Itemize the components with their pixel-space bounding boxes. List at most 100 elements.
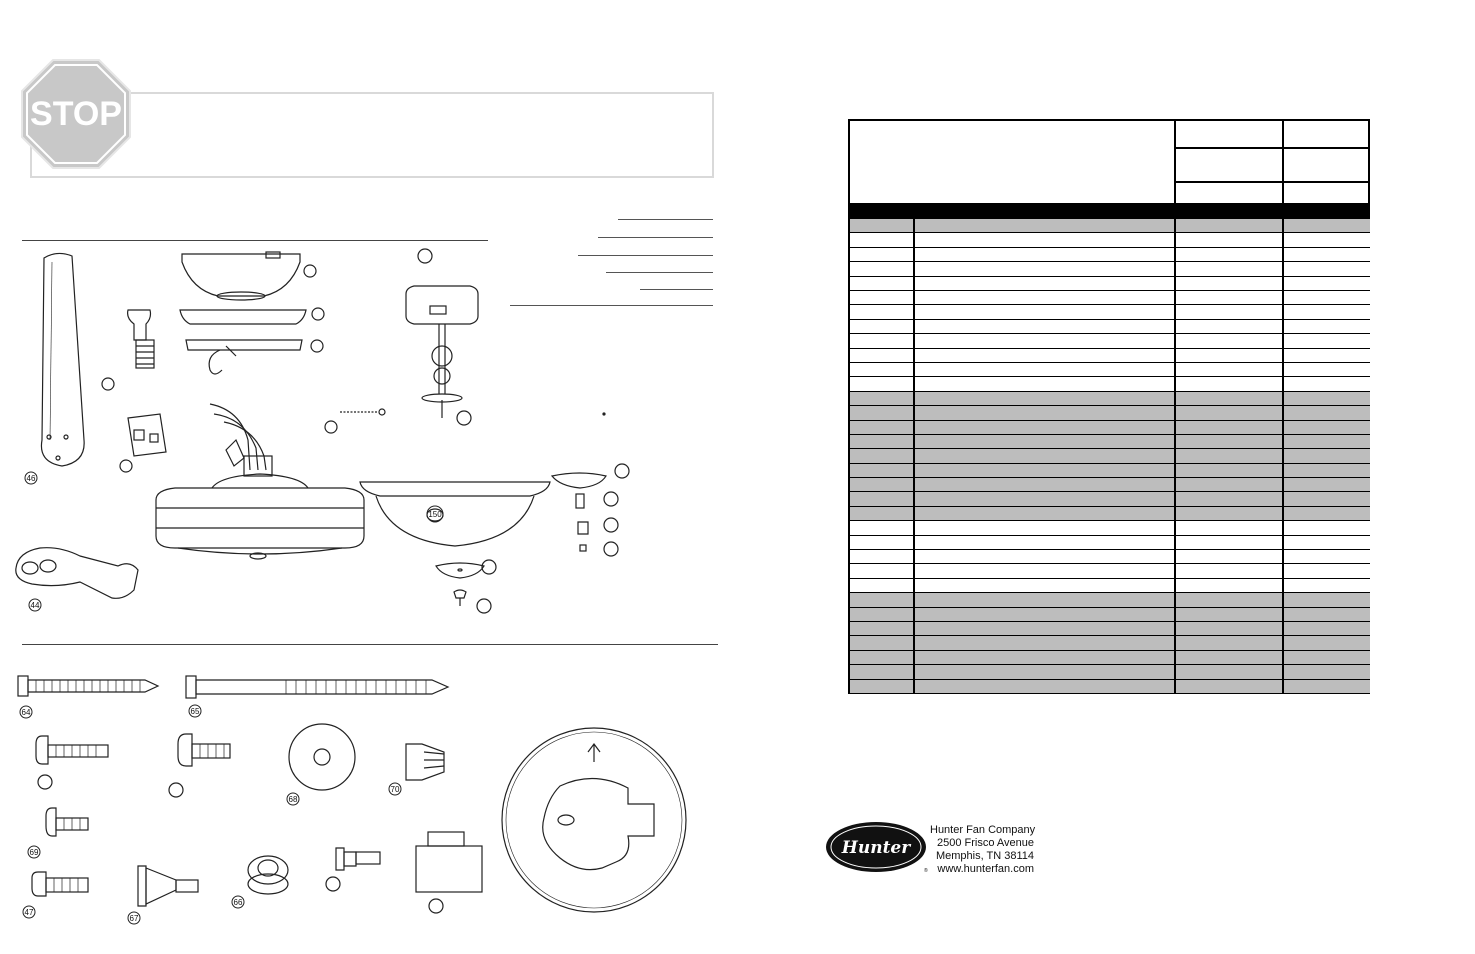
table-row — [850, 406, 1370, 421]
callout-light-glass: 150 — [428, 510, 442, 519]
table-cell-divider — [1282, 679, 1284, 693]
table-cell-divider — [1282, 420, 1284, 434]
section-divider — [22, 644, 718, 645]
table-cell-divider — [1282, 535, 1284, 550]
callout-screw-47: 47 — [24, 908, 34, 917]
table-cell-divider — [913, 679, 915, 693]
table-row — [850, 348, 1370, 363]
table-row — [850, 650, 1370, 666]
table-cell-divider — [1174, 276, 1176, 290]
callout-screw-69: 69 — [29, 848, 39, 857]
table-cell-divider — [1282, 233, 1284, 247]
table-cell-divider — [913, 535, 915, 550]
table-row — [850, 219, 1370, 234]
table-row — [850, 334, 1370, 349]
table-cell-divider — [913, 334, 915, 348]
table-cell-divider — [1174, 593, 1176, 607]
table-cell-divider — [913, 506, 915, 521]
table-cell-divider — [1174, 636, 1176, 650]
table-cell-divider — [1174, 607, 1176, 622]
table-cell-divider — [1282, 622, 1284, 636]
table-cell-divider — [1174, 290, 1176, 305]
table-cell-divider — [1282, 665, 1284, 679]
table-cell-divider — [1282, 449, 1284, 463]
company-city: Memphis, TN 38114 — [935, 850, 1034, 862]
table-row — [850, 622, 1370, 637]
table-cell-divider — [913, 478, 915, 492]
table-cell-divider — [913, 636, 915, 650]
table-cell-divider — [913, 406, 915, 420]
table-cell-divider — [1282, 650, 1284, 665]
table-cell-divider — [1174, 506, 1176, 521]
table-cell-divider — [913, 564, 915, 578]
table-row — [850, 377, 1370, 392]
table-cell-divider — [913, 622, 915, 636]
hunter-logo-icon: Hunter ® — [826, 822, 928, 874]
callout-blade: 46 — [26, 474, 36, 483]
table-cell-divider — [1174, 665, 1176, 679]
table-cell-divider — [913, 233, 915, 247]
table-cell-divider — [1174, 406, 1176, 420]
table-cell-divider — [1282, 607, 1284, 622]
table-row — [850, 449, 1370, 464]
table-cell-divider — [913, 305, 915, 319]
table-cell-divider — [1174, 478, 1176, 492]
table-row — [850, 679, 1370, 694]
svg-text:Hunter: Hunter — [841, 838, 911, 858]
table-cell-divider — [1174, 622, 1176, 636]
table-cell-divider — [1174, 334, 1176, 348]
table-cell-divider — [1282, 276, 1284, 290]
company-address: Hunter Fan Company 2500 Frisco Avenue Me… — [930, 824, 1035, 876]
table-cell-divider — [1282, 492, 1284, 506]
callout-screw-67: 67 — [129, 914, 139, 923]
table-cell-divider — [913, 593, 915, 607]
table-cell-divider — [1282, 506, 1284, 521]
table-cell-divider — [1174, 463, 1176, 478]
stop-notice-box — [30, 92, 714, 178]
callout-grommet-66: 66 — [233, 898, 243, 907]
table-cell-divider — [1174, 434, 1176, 449]
table-cell-divider — [1174, 362, 1176, 377]
table-row — [850, 420, 1370, 435]
table-cell-divider — [913, 348, 915, 362]
company-website[interactable]: www.hunterfan.com — [937, 863, 1034, 875]
blank-line — [510, 305, 713, 306]
table-cell-divider — [913, 262, 915, 276]
table-cell-divider — [1174, 578, 1176, 593]
table-cell-divider — [1282, 391, 1284, 406]
svg-text:®: ® — [924, 867, 928, 874]
table-cell-divider — [1282, 550, 1284, 564]
table-cell-divider — [1282, 290, 1284, 305]
table-row — [850, 478, 1370, 493]
blank-line — [606, 272, 713, 273]
table-row — [850, 463, 1370, 479]
table-cell-divider — [1174, 550, 1176, 564]
table-cell-divider — [1174, 319, 1176, 334]
table-row — [850, 564, 1370, 579]
company-street: 2500 Frisco Avenue — [936, 837, 1034, 849]
table-row — [850, 319, 1370, 335]
table-cell-divider — [1282, 305, 1284, 319]
table-row — [850, 434, 1370, 450]
table-cell-divider — [913, 492, 915, 506]
table-cell-divider — [913, 665, 915, 679]
table-cell-divider — [1282, 463, 1284, 478]
table-row — [850, 535, 1370, 551]
stop-sign-label: STOP — [30, 94, 122, 133]
table-cell-divider — [913, 290, 915, 305]
section-divider — [22, 240, 488, 241]
table-row — [850, 233, 1370, 248]
table-cell-divider — [913, 463, 915, 478]
table-row — [850, 276, 1370, 291]
table-row — [850, 391, 1370, 407]
table-row — [850, 492, 1370, 507]
table-cell-divider — [1174, 679, 1176, 693]
table-cell-divider — [913, 377, 915, 391]
table-cell-divider — [1282, 262, 1284, 276]
table-row — [850, 305, 1370, 320]
table-cell-divider — [1174, 535, 1176, 550]
table-cell-divider — [1174, 449, 1176, 463]
table-cell-divider — [1282, 564, 1284, 578]
table-cell-divider — [1282, 348, 1284, 362]
table-cell-divider — [1174, 521, 1176, 535]
